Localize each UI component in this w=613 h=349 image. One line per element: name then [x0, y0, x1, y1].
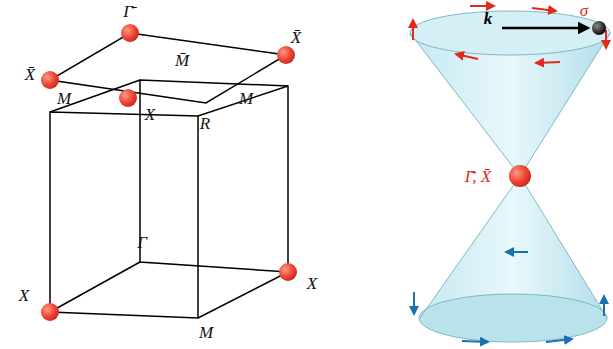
- dirac-point: [509, 165, 531, 187]
- point-label: Γ̄, X̄: [465, 168, 491, 185]
- spin-label: σ: [580, 1, 588, 18]
- momentum-arrow: [502, 27, 588, 30]
- point-label: Γ: [137, 234, 147, 251]
- point-label: Γ̄: [123, 3, 133, 20]
- electron: [592, 21, 606, 35]
- point-label: M̄: [175, 52, 189, 69]
- spin-arrows-lower: [414, 252, 604, 342]
- bulk-cube: [50, 80, 288, 318]
- point-label: X̄: [291, 29, 301, 46]
- point-label: X̄: [25, 66, 35, 83]
- point-label: M: [57, 90, 71, 107]
- momentum-label: k: [484, 10, 493, 27]
- spin-arrows-upper: [413, 6, 606, 63]
- high-symmetry-points: [41, 24, 297, 321]
- point-label: M: [239, 90, 253, 107]
- point-label: X: [145, 106, 155, 123]
- point-label: X: [19, 287, 29, 304]
- dirac-cone: [410, 11, 610, 342]
- point-label: X: [307, 275, 317, 292]
- point-label: M: [199, 324, 213, 341]
- point-label: R: [200, 115, 210, 132]
